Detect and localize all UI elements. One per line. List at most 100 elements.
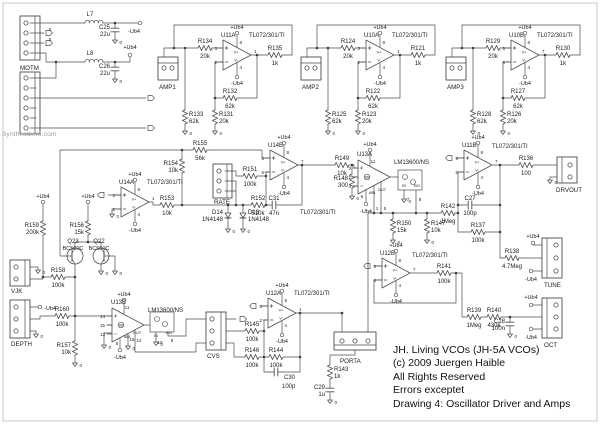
ground-icon (112, 39, 118, 44)
ground-label: 0 (515, 334, 518, 339)
opamp-U14B-pin-out: 7 (301, 159, 304, 164)
resistor-R139-ref: R139 (467, 308, 482, 314)
opamp-U11A-vee-pin (234, 74, 240, 80)
ground-icon (327, 399, 333, 404)
junction-dot (298, 311, 302, 315)
resistor-R131-ref: R131 (219, 112, 234, 118)
resistor-R122-value: 62k (368, 104, 379, 110)
junction-dot (460, 46, 464, 50)
connector-RATE-pin (216, 178, 222, 184)
opamp-U11A-pin-plus: 3 (214, 46, 217, 51)
ground-icon (112, 270, 118, 275)
resistor-R147-value: 10k (431, 228, 442, 234)
opamp-U12B-pin8: 8 (399, 258, 402, 263)
junction-dot (234, 203, 238, 207)
opamp-U11B-pin-out: 7 (495, 159, 498, 164)
power-label-neg: -Ub4 (114, 355, 126, 361)
opamp-U10B-ref: U10B (509, 33, 524, 39)
resistor-R121-ref: R121 (411, 46, 426, 52)
opamp-U12A (267, 297, 297, 329)
opamp-U10B-pin4: 4 (528, 65, 531, 70)
opamp-U10A-vplus: V+ (377, 51, 383, 55)
resistor-R155 (191, 147, 209, 153)
power-flag (528, 268, 534, 274)
wire (237, 54, 258, 99)
ground-icon (355, 130, 361, 135)
net-arrow-icon (45, 40, 53, 46)
resistor-R137-value: 100k (471, 238, 485, 244)
junction-dot (315, 46, 319, 50)
capacitor-C25-value: 22u (100, 32, 110, 38)
opamp-U12B-pin-plus: 5 (373, 264, 376, 269)
opamp-U11A-pin-minus: 2 (214, 60, 217, 65)
opamp-U11A-vminus: V- (234, 59, 238, 63)
opamp-U10A-vcc-pin (377, 30, 383, 36)
connector-OCT-pin (553, 326, 559, 332)
resistor-R134-value: 20k (200, 54, 211, 60)
connector-CVS-label: CVS (207, 353, 220, 360)
wire (74, 241, 89, 249)
opamp-U10B (510, 39, 540, 71)
transistor-Q22 (100, 258, 105, 265)
ota-U13B-diode-bias (117, 321, 125, 329)
ota-U13B-pin-number: 14 (100, 314, 106, 319)
power-flag (367, 147, 373, 153)
connector-MOTM-pin (23, 20, 29, 26)
resistor-R154-ref: R154 (164, 161, 179, 167)
opamp-U12B-pin-out: 7 (413, 267, 416, 272)
resistor-R129 (484, 45, 502, 51)
opamp-U11A-pin4: 4 (240, 65, 243, 70)
resistor-R134 (196, 45, 214, 51)
opamp-U11A-vcc-label: +Ub4 (230, 25, 243, 31)
power-label-pos: +Ub4 (363, 142, 376, 148)
resistor-R145-ref: R145 (245, 322, 260, 328)
pin-label: OUT (378, 187, 387, 192)
connector--pin (23, 125, 29, 131)
pin-label: 11 (125, 305, 130, 310)
opamp-U10B-pin8: 8 (528, 40, 531, 45)
connector-DEPTH-label: DEPTH (11, 341, 32, 348)
opamp-U11B-vee-label: -Ub4 (472, 191, 484, 197)
junction-dot (501, 96, 505, 100)
junction-dot (398, 53, 402, 57)
ground-label: 0 (120, 79, 123, 84)
opamp-U11B-ref: U11B (462, 143, 477, 149)
opamp-U12B-vee-pin (393, 292, 399, 298)
capacitor-C30-ref: C30 (284, 375, 296, 381)
resistor-R159-value: 200k (26, 230, 40, 236)
connector-MOTM (19, 15, 41, 61)
connector-OCT-pin (553, 302, 559, 308)
net-arrow-icon (45, 30, 53, 36)
net-arrow-icon (249, 303, 257, 309)
ground-icon (33, 333, 39, 338)
ground-icon (112, 78, 118, 83)
title-line-1: JH. Living VCOs (JH-5A VCOs) (393, 344, 540, 356)
diode-D14-ref: D14 (212, 210, 224, 216)
wire (134, 329, 207, 353)
ota-U13B-db-label: DB (119, 324, 125, 328)
opamp-U14A-ref: U14A (119, 180, 134, 186)
capacitor-C26-ref: C26 (99, 64, 111, 70)
pin-label: 0 (49, 37, 52, 42)
opamp-U12A-vcc-pin (279, 288, 285, 294)
junction-dot (213, 96, 217, 100)
resistor-R142-ref: R142 (441, 204, 456, 210)
connector-AMP1-pin (169, 65, 175, 71)
ground-label: 0 (357, 196, 360, 201)
opamp-U12B-vminus: V- (393, 277, 397, 281)
junction-dot (471, 46, 475, 50)
pin-label: 9 (171, 338, 174, 343)
opamp-U12A-vee-label: -Ub4 (276, 339, 288, 345)
resistor-R128 (470, 108, 476, 126)
power-flag (117, 347, 123, 353)
opamp-U11B-pin8: 8 (481, 150, 484, 155)
opamp-U14B-pin-minus: 6 (261, 170, 264, 175)
resistor-R149-ref: R149 (335, 156, 350, 162)
title-line-3: All Rights Reserved (393, 370, 486, 383)
opamp-U12A-pin8: 8 (285, 298, 288, 303)
resistor-R131 (212, 108, 218, 126)
opamp-U10B-plus (512, 46, 517, 50)
resistor-R158-value: 100k (51, 283, 65, 289)
connector-RATE-label: RATE (214, 199, 230, 206)
junction-dot (414, 211, 418, 215)
